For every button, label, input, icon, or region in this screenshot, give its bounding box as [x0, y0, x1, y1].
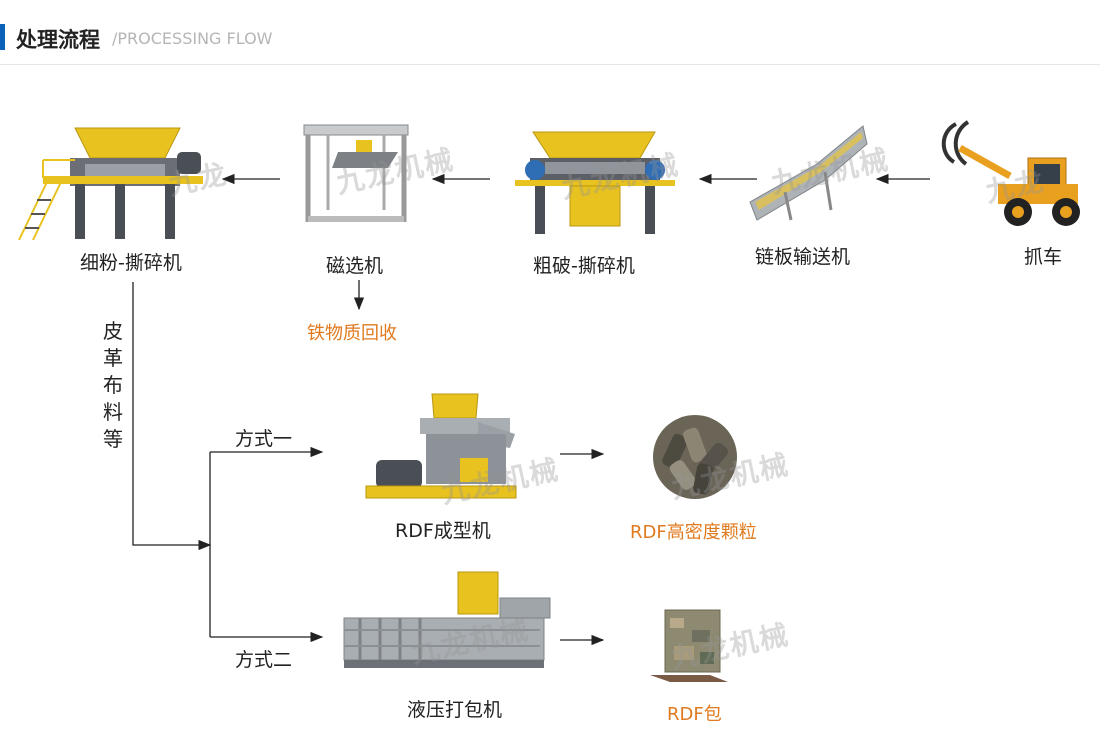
page-title: 处理流程: [16, 28, 100, 52]
label-hydraulic-baler: 液压打包机: [407, 699, 503, 721]
label-fine-shredder: 细粉-撕碎机: [80, 252, 182, 274]
grab-loader-image: [941, 120, 1080, 226]
label-method-two: 方式二: [235, 649, 293, 671]
chain-conveyor-image: [749, 125, 868, 221]
material-char: 皮: [103, 319, 123, 343]
page-subtitle: /PROCESSING FLOW: [112, 29, 273, 48]
coarse-shredder-image: [515, 131, 675, 234]
section-header: 处理流程 /PROCESSING FLOW: [0, 0, 1100, 65]
label-chain-conveyor: 链板输送机: [755, 246, 851, 268]
label-coarse-shredder: 粗破-撕碎机: [533, 255, 635, 277]
material-char: 料: [103, 400, 123, 424]
label-magnetic-separator: 磁选机: [326, 255, 384, 277]
accent-bar: [0, 24, 5, 50]
fine-shredder-image: [18, 127, 203, 241]
label-rdf-bale: RDF包: [667, 704, 722, 725]
hydraulic-baler-image: [343, 571, 551, 668]
connector-fine-down: [132, 282, 212, 551]
label-material-vertical: 皮 革 布 料 等: [101, 318, 125, 453]
label-rdf-forming: RDF成型机: [395, 520, 491, 542]
material-char: 等: [103, 427, 123, 451]
rdf-pellets-image: [653, 415, 737, 499]
magnetic-separator-image: [303, 124, 409, 222]
label-grab-loader: 抓车: [1024, 246, 1063, 268]
rdf-bale-image: [650, 609, 728, 682]
label-method-one: 方式一: [235, 428, 293, 450]
material-char: 布: [103, 373, 123, 397]
label-iron-recovery: 铁物质回收: [307, 323, 397, 344]
rdf-forming-machine-image: [365, 393, 517, 499]
material-char: 革: [103, 346, 123, 370]
label-rdf-pellets: RDF高密度颗粒: [630, 522, 757, 543]
